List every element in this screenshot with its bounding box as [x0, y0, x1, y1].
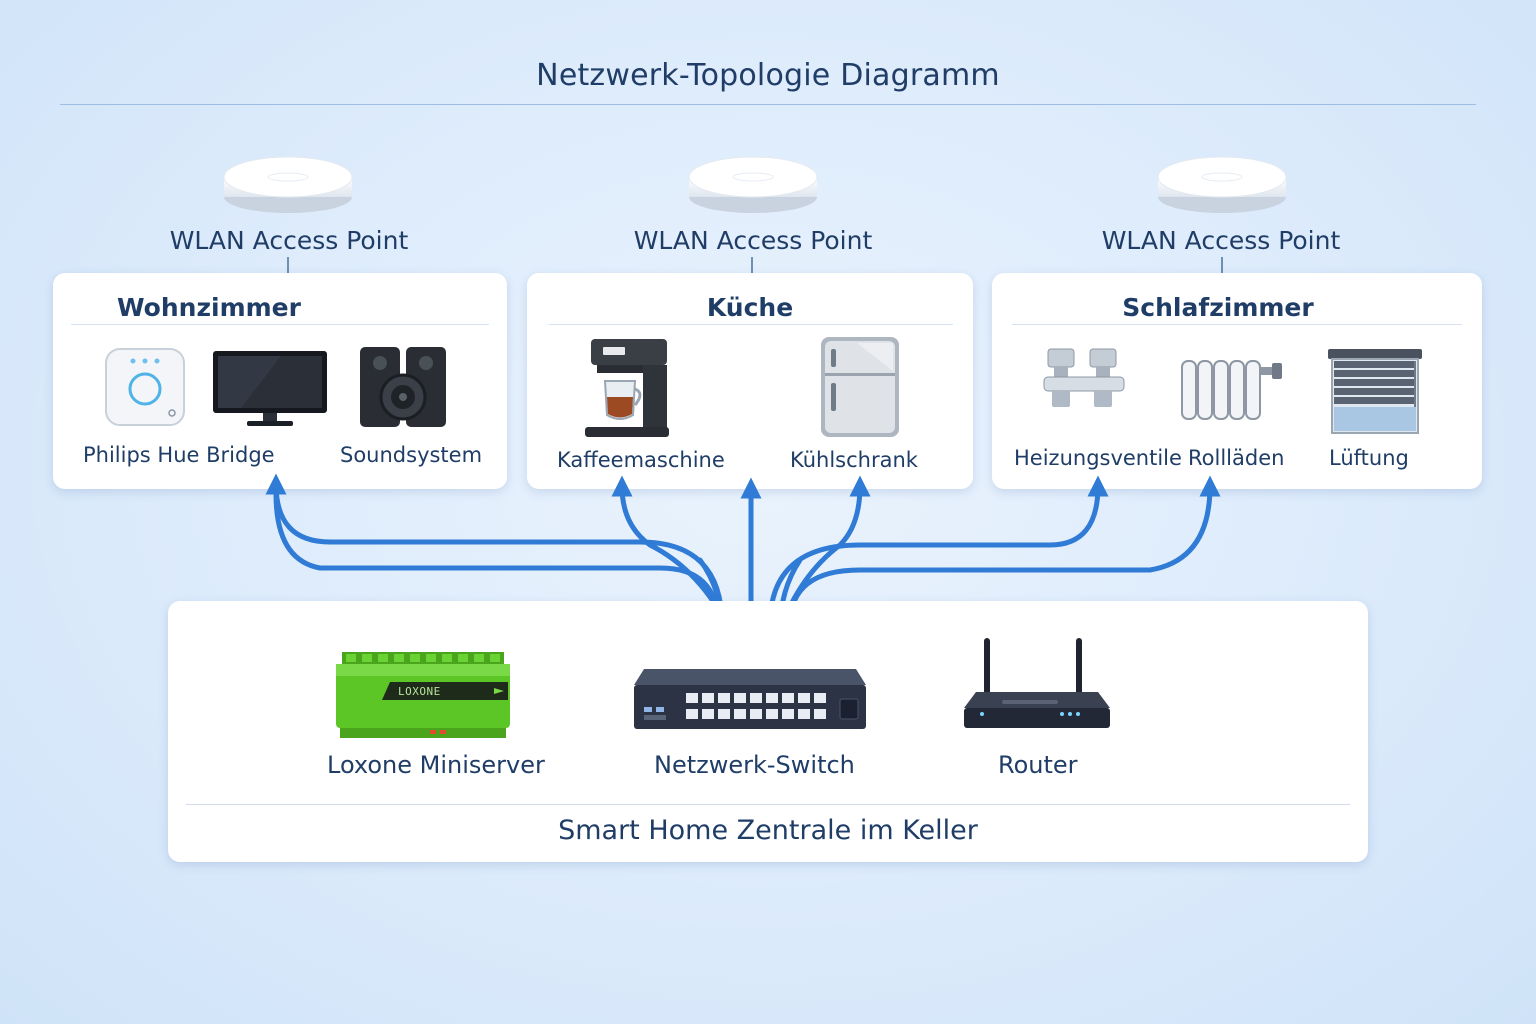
device-label-kaffeemaschine: Kaffeemaschine — [557, 448, 725, 472]
title-divider — [60, 104, 1476, 105]
device-label-philips-hue-bridge: Philips Hue Bridge — [83, 443, 275, 467]
radiator-icon — [1181, 360, 1282, 420]
switch-icon — [634, 669, 866, 729]
hub-label-router: Router — [998, 751, 1078, 779]
room-card-schlafzimmer: Schlafzimmer Heizungsventil — [992, 273, 1482, 489]
hub-label-loxone-miniserver: Loxone Miniserver — [327, 751, 545, 779]
room-card-kueche: Küche Kaffeemaschine Kühlschrank — [527, 273, 973, 489]
access-point-1-label: WLAN Access Point — [169, 226, 409, 255]
device-label-rolllaeden: Rollläden — [1188, 446, 1285, 470]
hub-title: Smart Home Zentrale im Keller — [558, 815, 978, 846]
access-point-2-icon — [688, 156, 818, 213]
room-divider — [549, 324, 953, 325]
tv-icon — [213, 351, 327, 426]
access-point-3-icon — [1157, 156, 1287, 213]
room-divider — [1012, 324, 1462, 325]
router-icon — [964, 638, 1110, 728]
page-title: Netzwerk-Topologie Diagramm — [536, 58, 1000, 93]
arrow-rolllaeden — [787, 475, 1221, 628]
room-card-wohnzimmer: Wohnzimmer Philips Hue Bridge Soundsyste… — [53, 273, 507, 489]
heating-valve-icon — [1043, 348, 1125, 407]
device-label-soundsystem: Soundsystem — [340, 443, 483, 467]
access-point-1-icon — [223, 156, 353, 213]
access-point-1-connector — [287, 257, 289, 273]
access-point-2-connector — [751, 257, 753, 273]
arrow-wohnzimmer-sound — [273, 491, 721, 628]
access-point-3-label: WLAN Access Point — [1101, 226, 1341, 255]
hue-bridge-icon — [105, 348, 185, 426]
room-title: Küche — [706, 293, 794, 322]
room-divider — [71, 324, 489, 325]
speaker-icon — [360, 347, 446, 427]
hub-divider — [186, 804, 1350, 805]
hub-label-netzwerk-switch: Netzwerk-Switch — [654, 751, 855, 779]
arrow-kaffeemaschine — [611, 475, 733, 633]
room-title: Schlafzimmer — [1122, 293, 1314, 322]
arrow-heizungsventile — [767, 475, 1109, 628]
room-title: Wohnzimmer — [117, 293, 301, 322]
miniserver-brand-text: LOXONE — [398, 685, 441, 698]
device-label-heizungsventile: Heizungsventile — [1014, 446, 1182, 470]
access-point-3-connector — [1221, 257, 1223, 273]
device-label-lueftung: Lüftung — [1329, 446, 1409, 470]
fridge-icon — [821, 337, 899, 437]
access-point-2-label: WLAN Access Point — [633, 226, 873, 255]
miniserver-icon — [336, 652, 510, 738]
shutter-icon — [1328, 349, 1422, 434]
device-label-kuehlschrank: Kühlschrank — [790, 448, 918, 472]
coffee-machine-icon — [585, 339, 669, 437]
